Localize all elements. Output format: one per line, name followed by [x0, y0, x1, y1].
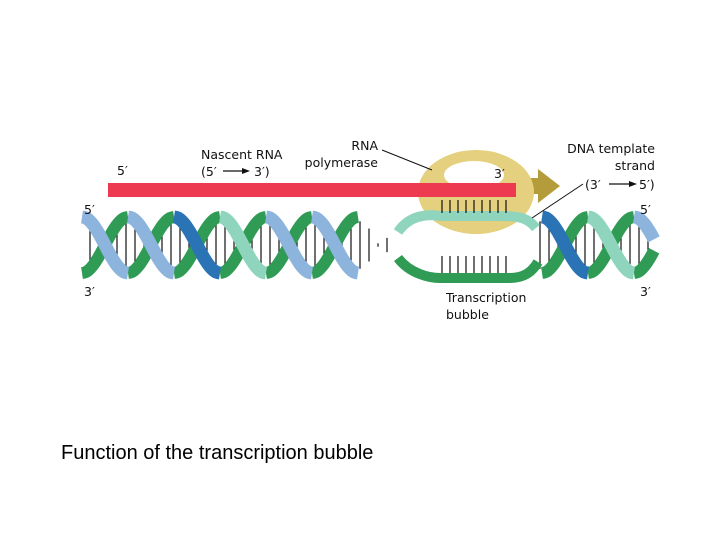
dna-right-3-prime: 3′ — [640, 284, 651, 299]
template-direction-3: (3′ — [585, 177, 601, 192]
nascent-direction-5: (5′ — [201, 164, 217, 179]
front-strand-segment — [541, 210, 589, 280]
template-strand-in-bubble — [393, 210, 540, 236]
template-label-line2: strand — [615, 158, 655, 173]
front-strand-segment — [219, 210, 267, 280]
front-strand-segment — [311, 210, 359, 280]
direction-arrows — [223, 168, 637, 187]
front-strand-segment — [587, 210, 635, 280]
figure-caption: Function of the transcription bubble — [61, 442, 374, 464]
nascent-arrow-head — [242, 168, 250, 174]
bubble-label-line2: bubble — [446, 307, 489, 322]
leader-lines — [381, 149, 584, 219]
dna-right-5-prime: 5′ — [640, 202, 651, 217]
dna-left-5-prime: 5′ — [84, 202, 95, 217]
template-arrow-head — [629, 181, 637, 187]
back-strand-segment — [633, 247, 660, 279]
template-leader-line — [531, 183, 584, 219]
front-strand-segment — [173, 210, 221, 280]
template-direction-5: 5′) — [639, 177, 655, 192]
dna-left-3-prime: 3′ — [84, 284, 95, 299]
rna-3-prime-label: 3′ — [494, 166, 505, 181]
front-strand-segment — [127, 210, 175, 280]
polymerase-label-line1: RNA — [351, 138, 378, 153]
transcription-bubble — [393, 200, 543, 283]
polymerase-leader-line — [381, 149, 433, 171]
template-label-line1: DNA template — [567, 141, 655, 156]
nascent-rna-strand — [108, 183, 516, 197]
rna-5-prime-label: 5′ — [117, 163, 128, 178]
nascent-direction-3: 3′) — [254, 164, 270, 179]
bubble-label-line1: Transcription — [445, 290, 526, 305]
front-strand-segment — [265, 210, 313, 280]
dna-strand-front — [81, 210, 660, 280]
polymerase-highlight — [444, 161, 504, 189]
front-strand-segment — [81, 210, 129, 280]
polymerase-direction-arrow — [512, 169, 560, 203]
polymerase-label-line2: polymerase — [305, 155, 379, 170]
nascent-rna-label: Nascent RNA — [201, 147, 283, 162]
coding-strand-in-bubble — [394, 254, 543, 283]
front-strand-segment — [633, 210, 660, 243]
